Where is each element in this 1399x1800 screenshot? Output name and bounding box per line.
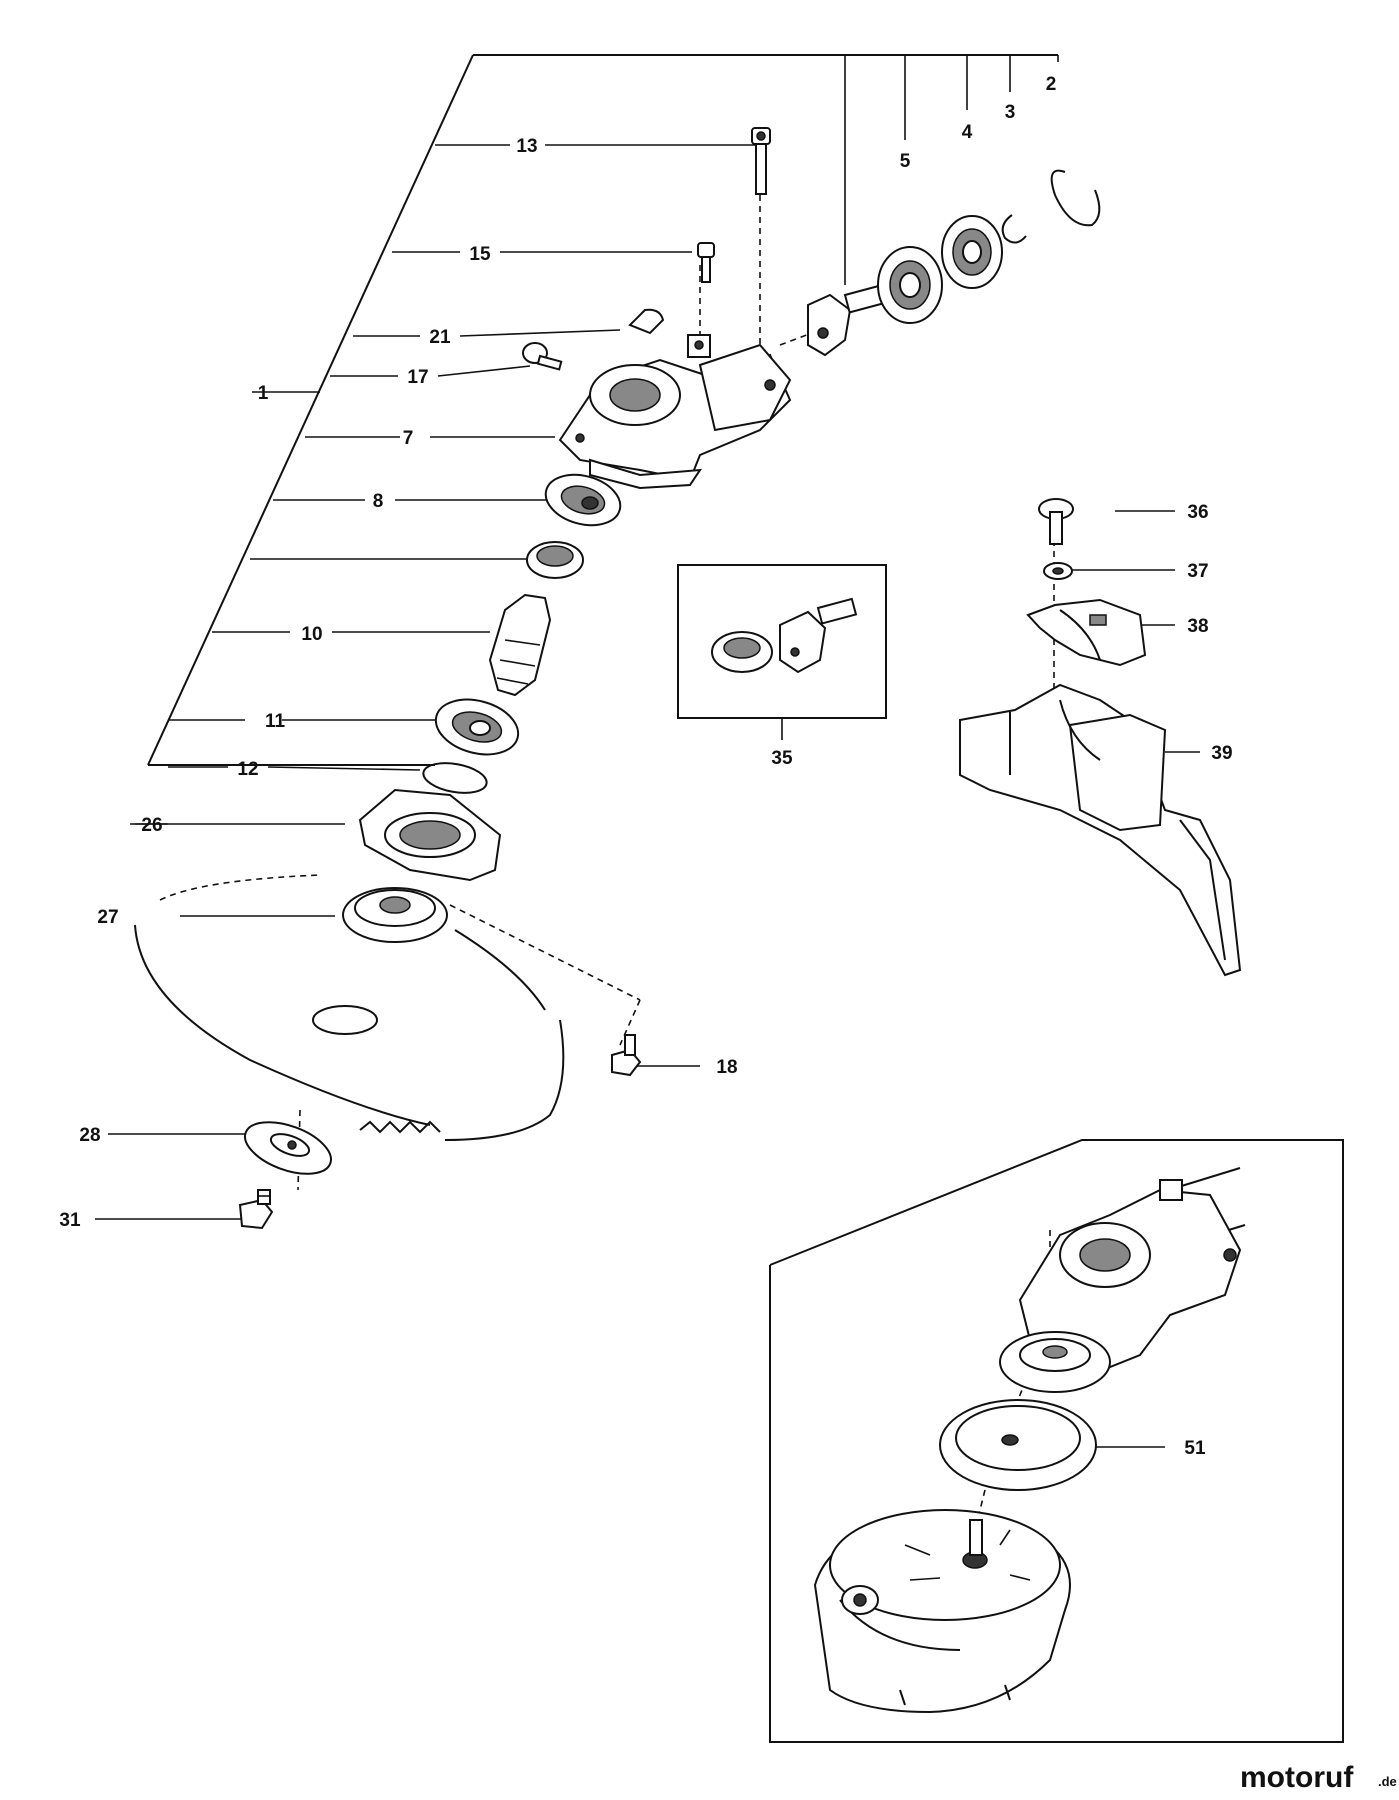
callout-17: 17 [407,367,428,388]
callout-labels: 2 3 4 5 13 15 21 17 1 7 8 10 11 12 26 27… [59,74,1232,1459]
callout-2: 2 [1046,74,1057,95]
part-28-washer [244,1121,332,1175]
callout-4: 4 [962,122,973,143]
gear-set-box [677,564,887,719]
callout-36: 36 [1187,502,1208,523]
part-10-spline-shaft [488,593,552,697]
callout-27: 27 [97,907,118,928]
callout-8: 8 [373,491,384,512]
part-37-washer [1043,562,1073,580]
part-31-nut [238,1189,274,1230]
callout-35: 35 [771,748,793,769]
callout-1: 1 [258,383,269,404]
part-bevel-gear [526,541,584,579]
callout-51: 51 [1184,1438,1206,1459]
assembly-bracket [147,54,1059,766]
part-17-bolt [522,342,563,371]
part-21-clip [628,308,665,335]
callout-7: 7 [403,428,414,449]
leader-lines [95,144,1200,1448]
part-27-flange [342,887,448,943]
part-39-guard [959,683,1242,977]
callout-18: 18 [716,1057,737,1078]
callout-39: 39 [1211,743,1232,764]
watermark-name: motoruf [1240,1761,1354,1794]
callout-5: 5 [900,151,911,172]
part-8-bearing [544,473,622,527]
inset-box [769,1139,1344,1743]
callout-21: 21 [429,327,451,348]
callout-12: 12 [237,759,258,780]
part-15-screw [697,242,715,283]
callout-37: 37 [1187,561,1208,582]
part-26-guard-plate [358,788,502,882]
callout-28: 28 [79,1125,100,1146]
part-36-bolt [1038,498,1074,545]
callout-3: 3 [1005,102,1016,123]
part-5-bearing [877,246,943,324]
motoruf-watermark: motoruf .de [1240,1761,1397,1794]
part-11-bearing [434,698,520,756]
callout-31: 31 [59,1210,81,1231]
saw-blade [134,874,565,1141]
callout-10: 10 [301,624,322,645]
part-2-circlip [1050,169,1101,227]
callout-26: 26 [141,815,162,836]
part-38-clamp [1026,598,1147,667]
callout-15: 15 [469,244,491,265]
part-7-gear-housing [558,334,792,490]
part-4-bearing [941,215,1003,289]
part-12-ring [422,762,488,794]
watermark-suffix: .de [1378,1774,1397,1789]
callout-11: 11 [265,711,286,732]
part-3-ring [1001,214,1027,244]
callout-13: 13 [516,136,537,157]
callout-38: 38 [1187,616,1208,637]
part-13-bolt [751,127,771,195]
part-18-bolt [611,1034,642,1077]
